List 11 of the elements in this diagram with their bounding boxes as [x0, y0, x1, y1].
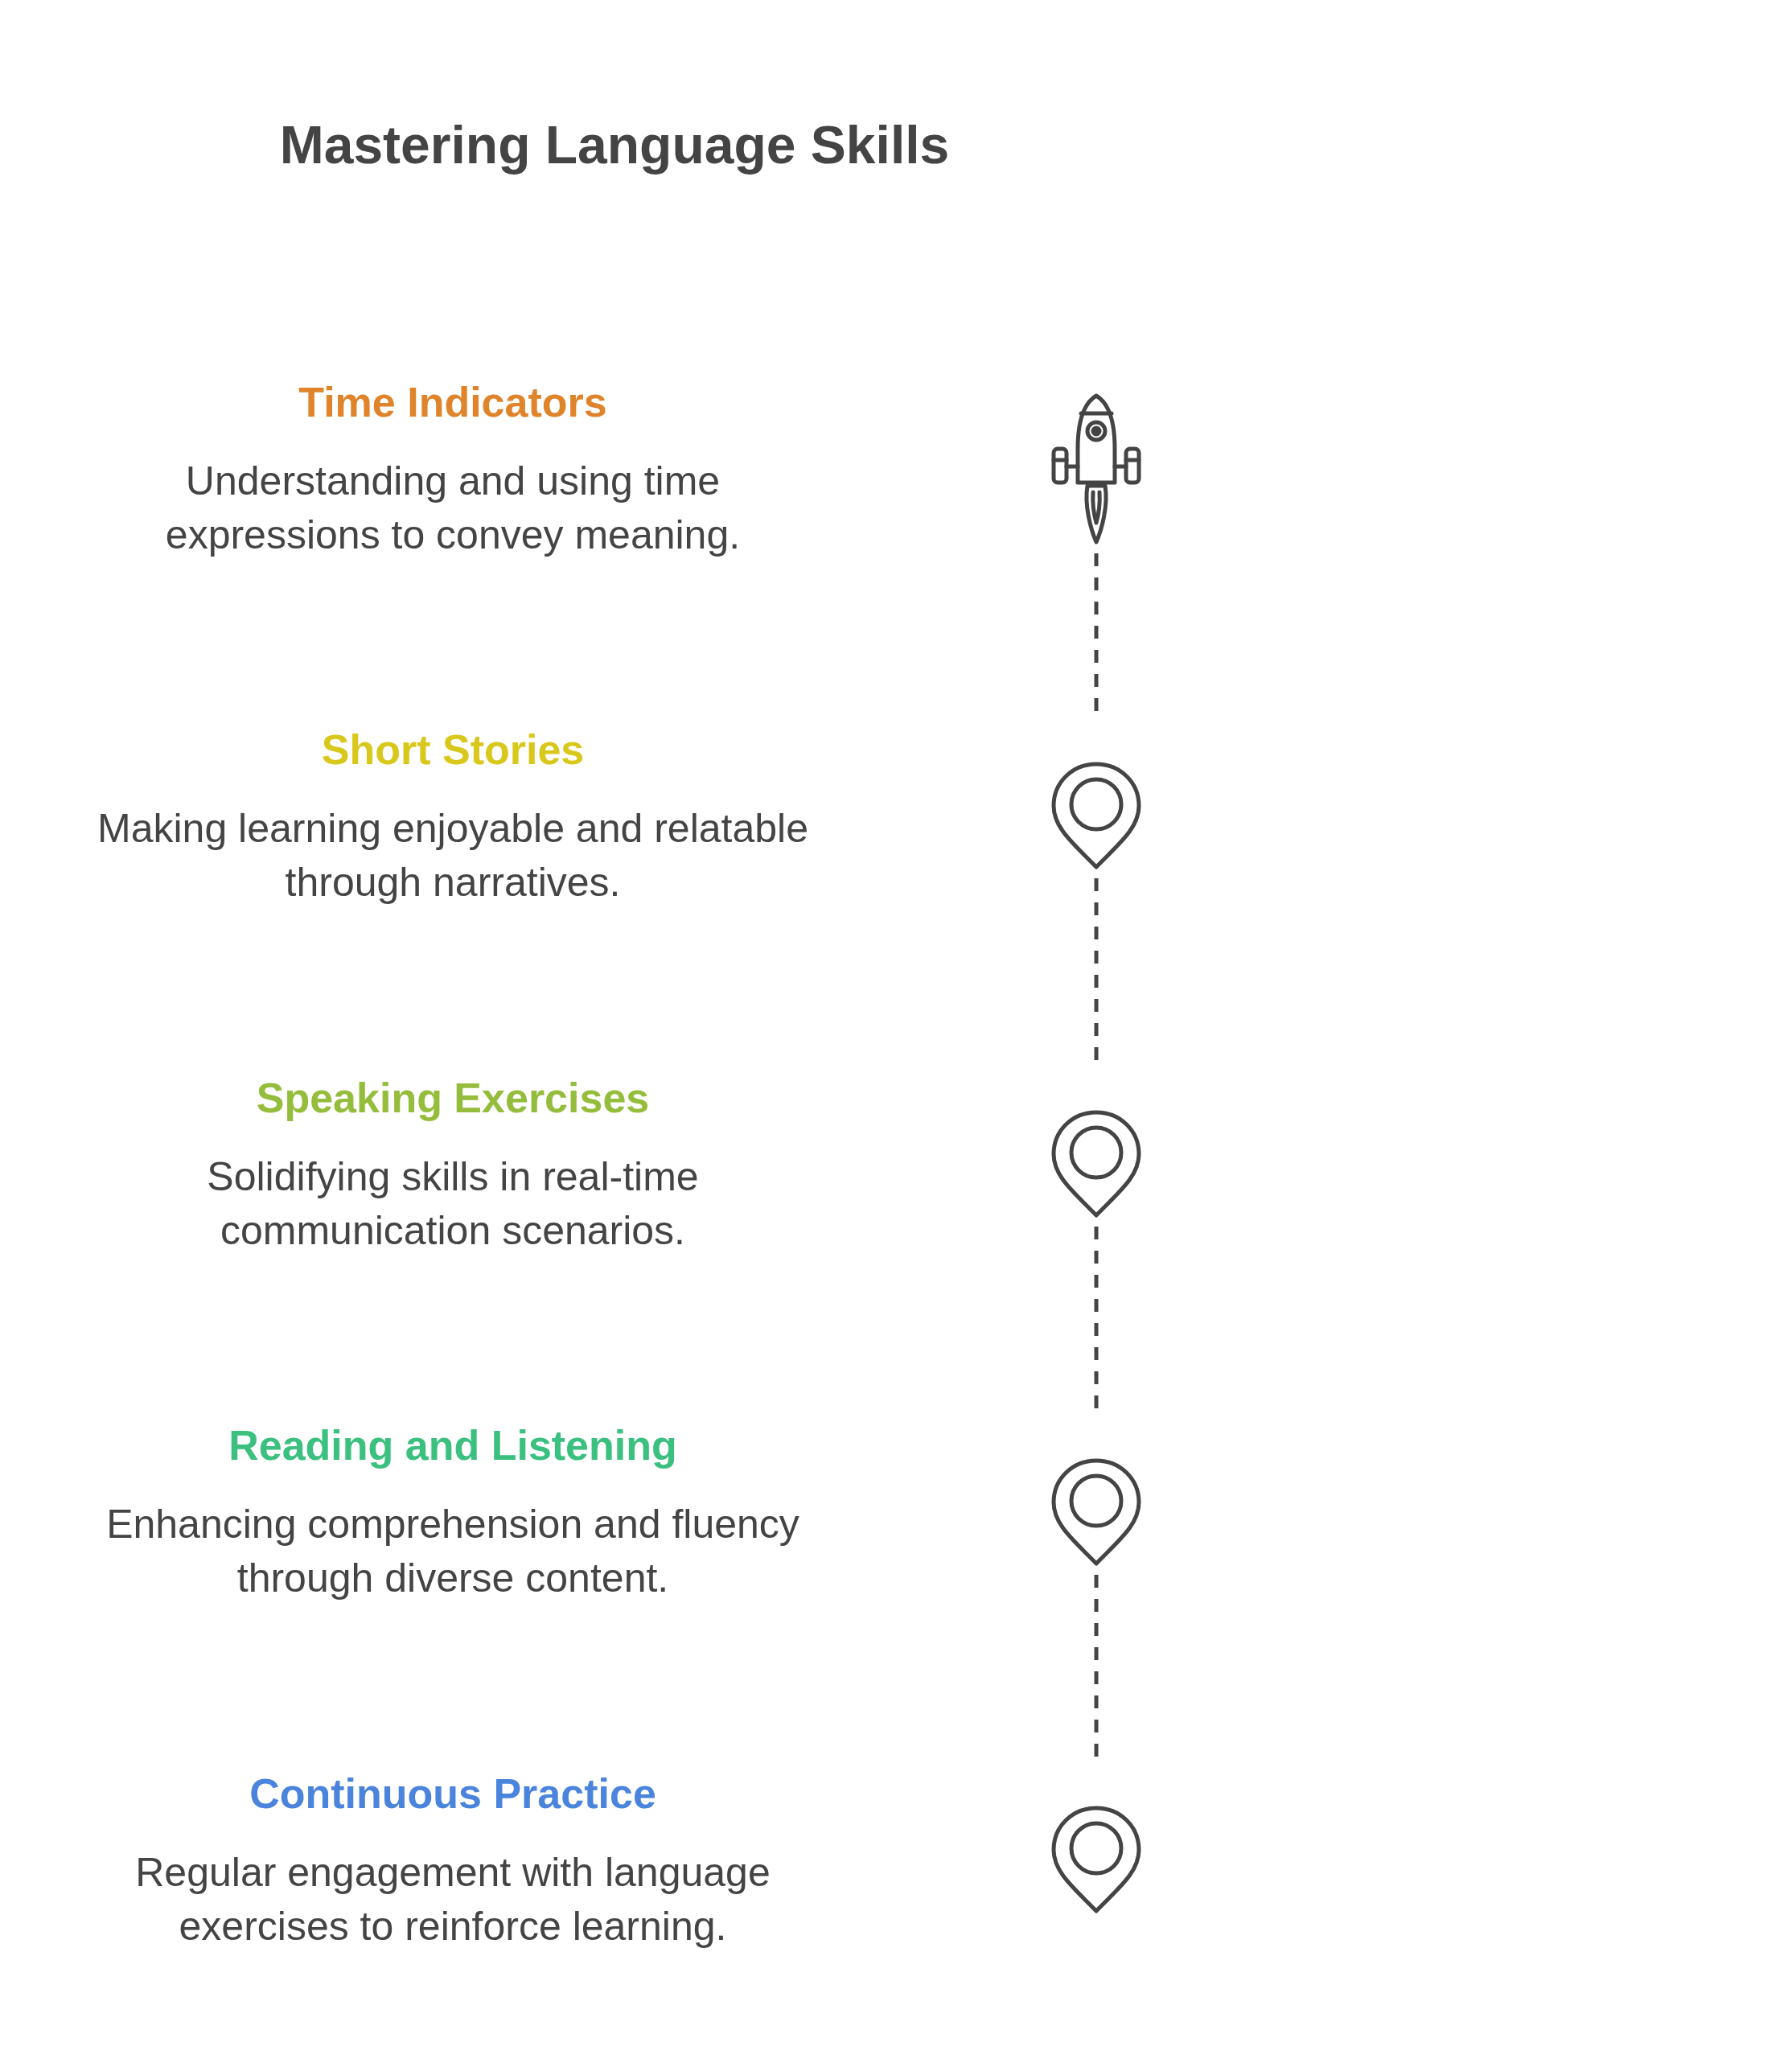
diagram-title: Mastering Language Skills: [278, 114, 951, 175]
step-heading: Reading and Listening: [228, 1421, 678, 1469]
step-heading: Time Indicators: [298, 378, 608, 426]
step-description: Making learning enjoyable and relatable through narratives.: [97, 805, 809, 906]
step-description: Regular engagement with language exercises to reinforce learning.: [134, 1849, 771, 1950]
step-heading: Continuous Practice: [249, 1769, 657, 1818]
step-description: Understanding and using time expressions to convey meaning.: [164, 458, 742, 559]
step-heading: Short Stories: [320, 725, 586, 774]
step-description: Enhancing comprehension and fluency through diverse content.: [105, 1501, 800, 1602]
step-heading: Speaking Exercises: [255, 1074, 651, 1122]
step-description: Solidifying skills in real-time communication scenarios.: [206, 1153, 700, 1255]
